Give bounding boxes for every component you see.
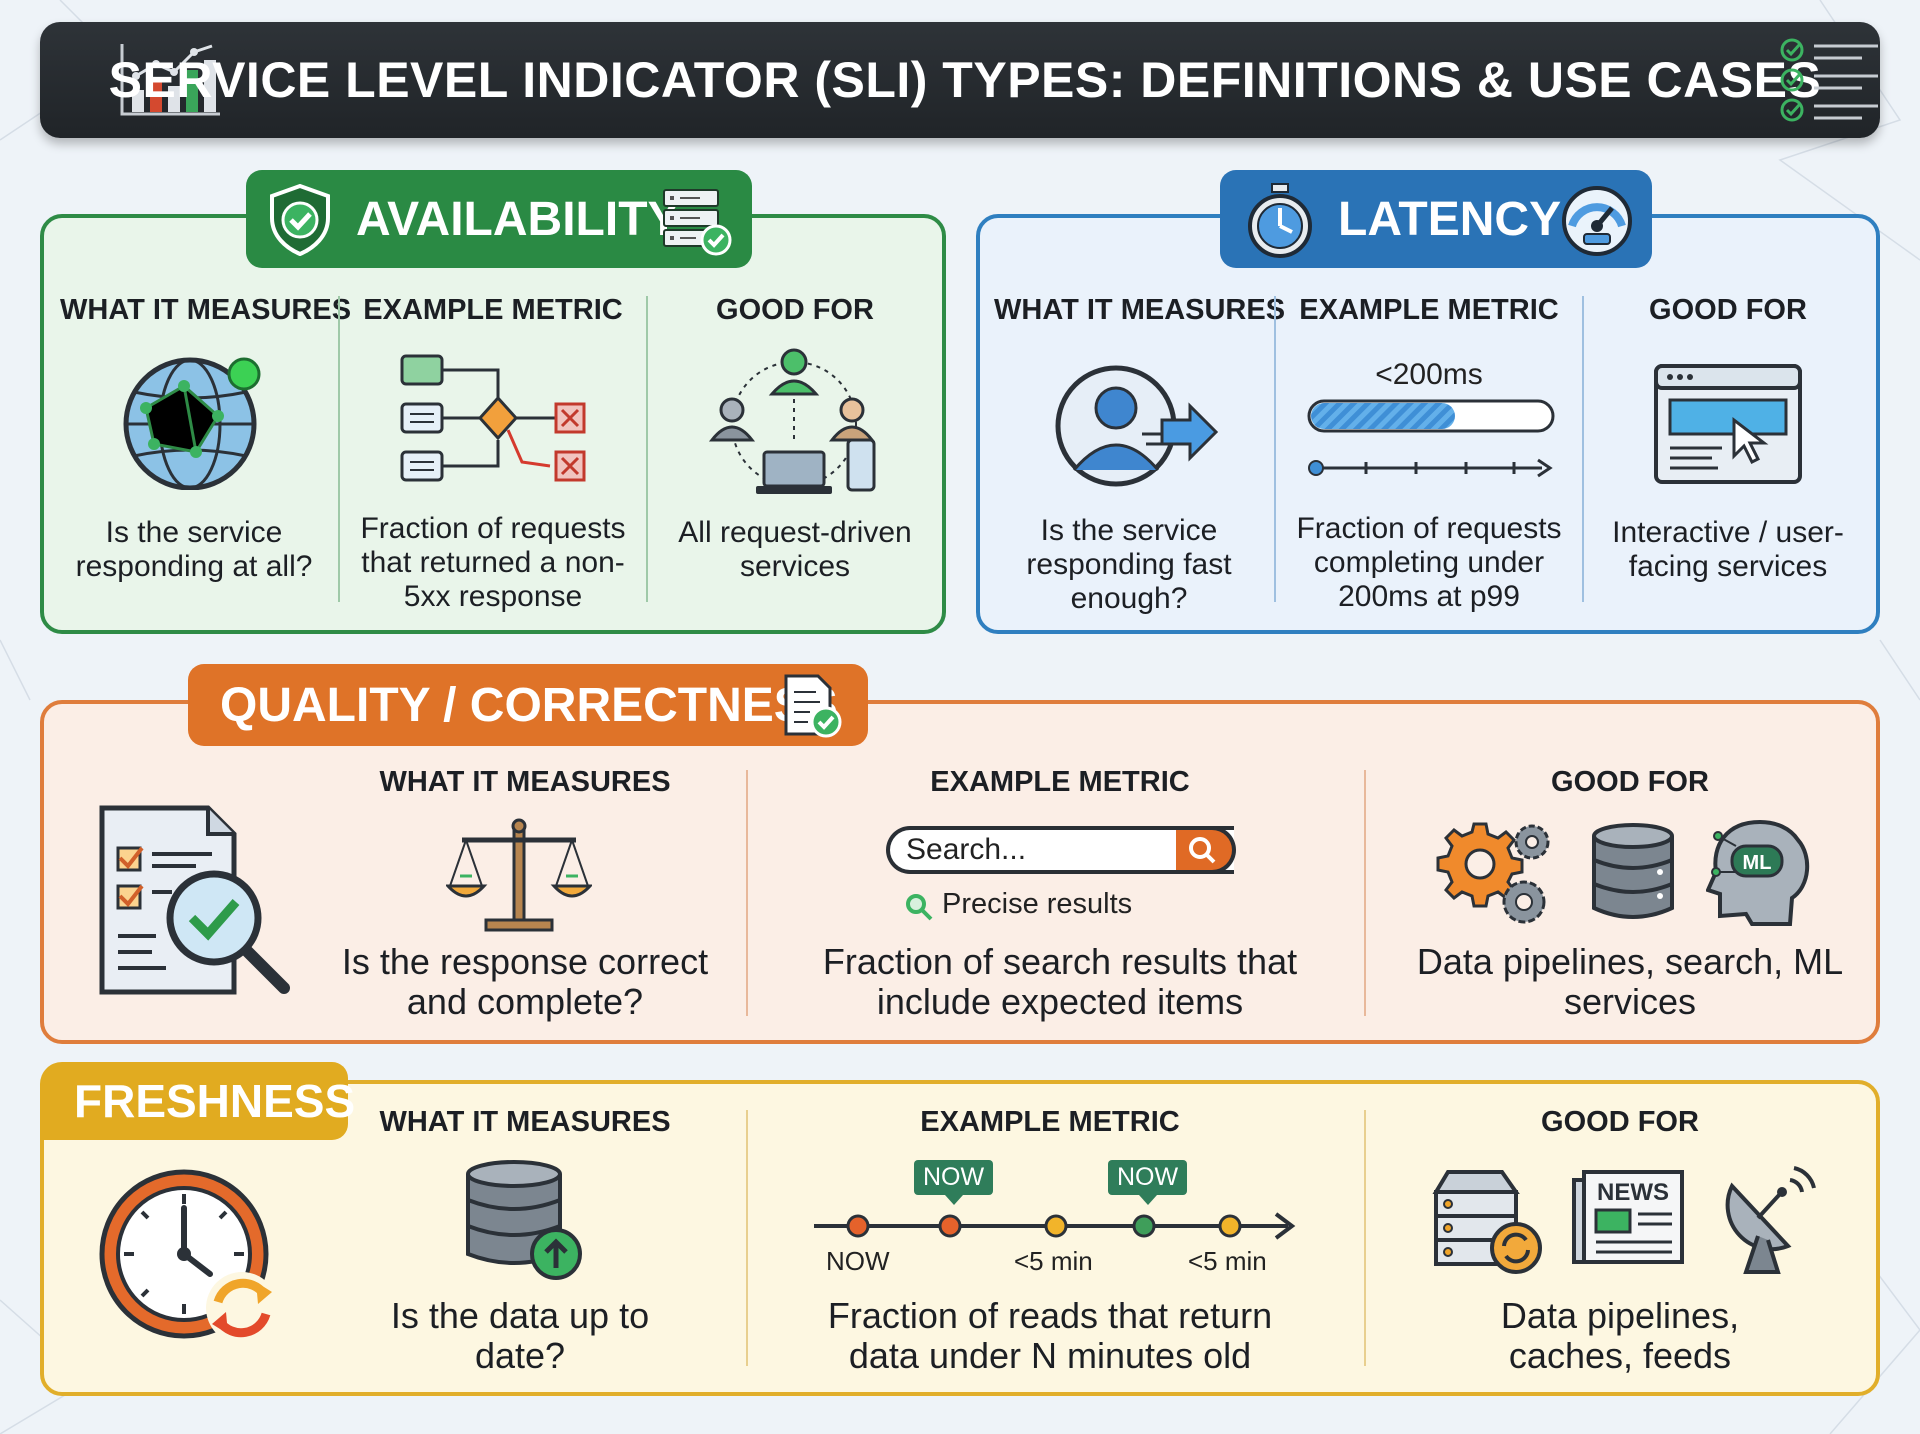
timeline-tag-now-2: NOW [1108,1160,1188,1205]
latency-progress-bar [1307,399,1555,478]
quality-divider-2 [1364,770,1366,1016]
server-check-icon [663,189,732,256]
browser-window-icon [1654,364,1802,484]
latency-metric-header: EXAMPLE METRIC [1299,294,1559,326]
availability-badge: AVAILABILITY [246,170,752,268]
latency-badge: LATENCY [1220,170,1652,268]
freshness-good-text: Data pipelines, caches, feeds [1500,1295,1740,1376]
database-icon [1592,823,1674,919]
gears-icon [1436,822,1550,924]
freshness-divider-1 [746,1110,748,1366]
availability-title: AVAILABILITY [356,192,680,246]
quality-what-header: WHAT IT MEASURES [379,766,671,798]
speedometer-icon [1562,186,1632,256]
document-check-icon [784,674,842,738]
search-icon [1189,837,1216,864]
bar-chart-icon [120,44,220,116]
latency-metric-text: Fraction of requests completing under 20… [1296,512,1562,613]
availability-what-header: WHAT IT MEASURES [60,294,352,326]
freshness-good-header: GOOD FOR [1541,1106,1699,1138]
user-speed-icon [1055,365,1219,487]
latency-good-text: Interactive / user-facing services [1612,516,1844,583]
timeline-tag-now-1: NOW [914,1160,994,1205]
search-note: Precise results [942,888,1133,920]
availability-divider-1 [338,296,340,602]
ml-head-icon: ML [1706,819,1810,926]
availability-good-header: GOOD FOR [716,294,874,326]
quality-good-text: Data pipelines, search, ML services [1416,941,1844,1022]
page-title: SERVICE LEVEL INDICATOR (SLI) TYPES: DEF… [108,52,1822,108]
newspaper-icon: NEWS [1572,1170,1684,1264]
globe-network-icon [123,357,261,490]
latency-divider-1 [1274,296,1276,602]
freshness-metric-header: EXAMPLE METRIC [920,1106,1180,1138]
quality-metric-header: EXAMPLE METRIC [930,766,1190,798]
availability-metric-header: EXAMPLE METRIC [363,294,623,326]
server-sync-icon [1432,1170,1542,1274]
freshness-badge: FRESHNESS [40,1062,355,1140]
checklist-icon [1780,38,1878,122]
news-label: NEWS [1597,1179,1669,1206]
latency-good-header: GOOD FOR [1649,294,1807,326]
freshness-metric-text: Fraction of reads that return data under… [827,1295,1273,1376]
timeline-label-5min-2: <5 min [1188,1246,1267,1276]
latency-threshold-label: <200ms [1375,358,1483,391]
quality-badge: QUALITY / CORRECTNESS [188,664,868,746]
ml-label: ML [1743,852,1772,874]
latency-title: LATENCY [1338,192,1562,246]
freshness-what-text: Is the data up to date? [390,1295,650,1376]
satellite-dish-icon [1725,1166,1816,1274]
header-bar: SERVICE LEVEL INDICATOR (SLI) TYPES: DEF… [40,22,1880,138]
quality-good-header: GOOD FOR [1551,766,1709,798]
database-upload-icon [466,1160,582,1280]
availability-divider-2 [646,296,648,602]
checklist-magnifier-icon [99,805,290,995]
quality-divider-1 [746,770,748,1016]
shield-check-icon [270,184,330,256]
quality-title: QUALITY / CORRECTNESS [220,678,838,732]
latency-what-text: Is the service responding fast enough? [1026,514,1232,615]
freshness-timeline [814,1212,1296,1240]
availability-good-text: All request-driven services [678,516,912,583]
freshness-divider-2 [1364,1110,1366,1366]
timeline-label-now: NOW [826,1246,890,1276]
magnifier-small-icon [906,894,933,921]
freshness-what-header: WHAT IT MEASURES [379,1106,671,1138]
freshness-title: FRESHNESS [74,1075,356,1127]
availability-metric-text: Fraction of requests that returned a non… [360,512,626,613]
availability-what-text: Is the service responding at all? [75,516,313,583]
quality-metric-text: Fraction of search results that include … [822,941,1298,1022]
users-devices-icon [708,348,876,494]
search-button[interactable] [1176,826,1236,874]
flow-diagram-icon [400,354,586,482]
timeline-label-5min-1: <5 min [1014,1246,1093,1276]
latency-what-header: WHAT IT MEASURES [994,294,1286,326]
stopwatch-icon [1248,183,1312,258]
latency-divider-2 [1582,296,1584,602]
balance-scale-icon [446,818,592,932]
clock-refresh-icon [99,1169,278,1344]
quality-what-text: Is the response correct and complete? [341,941,709,1022]
